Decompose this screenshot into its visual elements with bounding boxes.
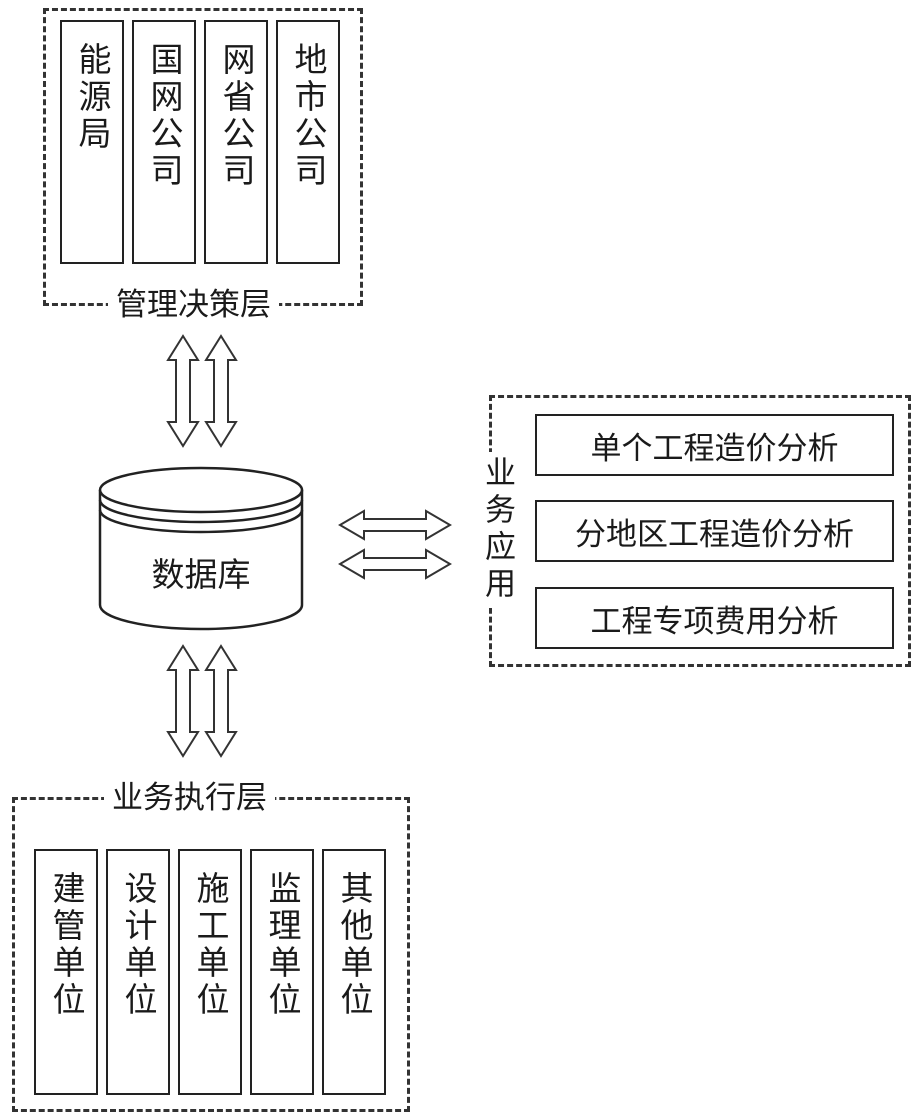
double-arrow-side-lower (338, 548, 452, 580)
double-arrow-side-upper (338, 509, 452, 541)
execution-unit-box: 设计单位 (106, 849, 170, 1095)
analysis-item: 分地区工程造价分析 (535, 500, 894, 562)
management-unit-label: 地市公司 (289, 42, 328, 190)
management-layer-title: 管理决策层 (108, 287, 279, 323)
database-cylinder (98, 466, 304, 631)
execution-unit-box: 监理单位 (250, 849, 314, 1095)
execution-unit-label: 施工单位 (191, 871, 230, 1019)
management-unit-box: 地市公司 (276, 20, 340, 264)
management-unit-box: 国网公司 (132, 20, 196, 264)
execution-unit-box: 施工单位 (178, 849, 242, 1095)
business-application-title: 业务应用 (475, 452, 520, 608)
double-arrow-top-left (166, 334, 200, 448)
management-unit-label: 网省公司 (217, 42, 256, 190)
management-unit-box: 网省公司 (204, 20, 268, 264)
double-arrow-bottom-right (204, 644, 238, 758)
management-unit-label: 能源局 (73, 42, 112, 153)
execution-unit-label: 设计单位 (119, 871, 158, 1019)
analysis-item: 单个工程造价分析 (535, 414, 894, 476)
execution-unit-label: 监理单位 (263, 871, 302, 1019)
database-label: 数据库 (151, 555, 251, 594)
analysis-item: 工程专项费用分析 (535, 587, 894, 649)
execution-layer-title: 业务执行层 (104, 780, 275, 816)
management-unit-box: 能源局 (60, 20, 124, 264)
double-arrow-bottom-left (166, 644, 200, 758)
execution-unit-box: 其他单位 (322, 849, 386, 1095)
management-unit-label: 国网公司 (145, 42, 184, 190)
execution-unit-box: 建管单位 (34, 849, 98, 1095)
execution-unit-label: 建管单位 (47, 871, 86, 1019)
double-arrow-top-right (204, 334, 238, 448)
execution-unit-label: 其他单位 (335, 871, 374, 1019)
